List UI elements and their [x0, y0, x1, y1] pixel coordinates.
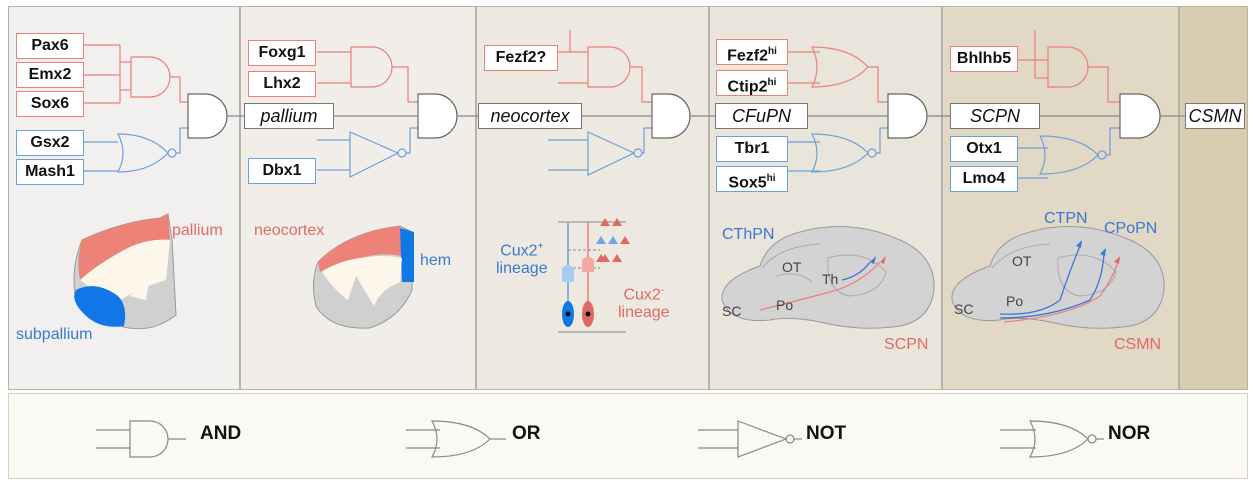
cux2-pos-sup: +	[537, 241, 544, 252]
gene-ctip2-name: Ctip2	[727, 78, 768, 96]
cux2-pos-text: Cux2	[500, 242, 538, 260]
legend-not-label: NOT	[806, 423, 847, 444]
gene-fezf2-name: Fezf2	[727, 47, 768, 65]
label-scpn: SCPN	[884, 336, 929, 353]
legend-nor-label: NOR	[1108, 423, 1151, 444]
gene-sox5-sup: hi	[766, 173, 776, 184]
legend-nor-gate	[1028, 420, 1089, 458]
cux2-neg-text: Cux2	[623, 286, 661, 304]
legend-or-label: OR	[512, 423, 541, 444]
label-cthpn: CThPN	[722, 226, 775, 243]
stage-scpn: SCPN	[950, 103, 1040, 129]
label-ctpn: CTPN	[1044, 210, 1088, 227]
panel-csmn-output	[1179, 6, 1248, 390]
gene-sox6: Sox6	[16, 91, 84, 117]
gene-foxg1: Foxg1	[248, 40, 316, 66]
label-cux2-pos: Cux2+ lineage	[496, 238, 548, 278]
cux2-neg-sup: -	[660, 285, 665, 296]
legend-and-label: AND	[200, 423, 242, 444]
stage-cfupn: CFuPN	[715, 103, 808, 129]
gene-mash1: Mash1	[16, 159, 84, 185]
label-subpallium: subpallium	[16, 326, 93, 343]
gene-fezf2-hi: Fezf2hi	[716, 39, 788, 65]
gene-ctip2-hi: Ctip2hi	[716, 70, 788, 96]
lineage-illustration	[558, 218, 630, 333]
gene-gsx2: Gsx2	[16, 130, 84, 156]
sagittal-brain-cfupn	[721, 226, 935, 329]
stage-neocortex: neocortex	[478, 103, 582, 129]
legend-gates	[96, 420, 1104, 458]
label-neocortex: neocortex	[254, 222, 325, 239]
cux2-pos-lineage: lineage	[496, 260, 548, 278]
label-po-5: Po	[1006, 293, 1024, 309]
gene-lmo4: Lmo4	[950, 166, 1018, 192]
label-hem: hem	[420, 252, 452, 269]
nor-gate	[117, 133, 169, 173]
or-gate	[811, 46, 869, 88]
label-ot-4: OT	[782, 259, 802, 275]
gene-pax6: Pax6	[16, 33, 84, 59]
label-csmn: CSMN	[1114, 336, 1162, 353]
gene-fezf2-q: Fezf2?	[484, 45, 558, 71]
gene-fezf2-sup: hi	[768, 46, 777, 57]
and-gate-red	[130, 56, 171, 98]
gene-tbr1: Tbr1	[716, 136, 788, 162]
label-po-4: Po	[776, 297, 794, 313]
gene-dbx1: Dbx1	[248, 158, 316, 184]
label-sc-5: SC	[954, 301, 974, 317]
not-gate	[349, 131, 400, 178]
stage-csmn: CSMN	[1185, 103, 1245, 129]
legend-or-gate	[430, 420, 491, 458]
legend-bar	[8, 393, 1248, 479]
label-cux2-neg: Cux2- lineage	[618, 282, 670, 322]
label-th: Th	[822, 271, 839, 287]
and-gate-main	[187, 93, 228, 139]
label-pallium: pallium	[172, 222, 223, 239]
gene-emx2: Emx2	[16, 62, 84, 88]
label-sc-4: SC	[722, 303, 742, 319]
gene-otx1: Otx1	[950, 136, 1018, 162]
gene-sox5-hi: Sox5hi	[716, 166, 788, 192]
cux2-neg-lineage: lineage	[618, 304, 670, 322]
gene-lhx2: Lhx2	[248, 71, 316, 97]
legend-and-gate	[129, 420, 169, 458]
gene-bhlhb5: Bhlhb5	[950, 46, 1018, 72]
stage-pallium: pallium	[244, 103, 334, 129]
sagittal-brain-scpn	[951, 226, 1165, 329]
gene-ctip2-sup: hi	[767, 77, 777, 88]
pallium-brain-illustration	[73, 213, 177, 330]
label-cpopn: CPoPN	[1104, 220, 1158, 237]
legend-not-gate	[737, 420, 788, 458]
label-ot-5: OT	[1012, 253, 1032, 269]
gene-sox5-name: Sox5	[728, 174, 767, 192]
neocortex-brain-illustration	[312, 225, 414, 329]
